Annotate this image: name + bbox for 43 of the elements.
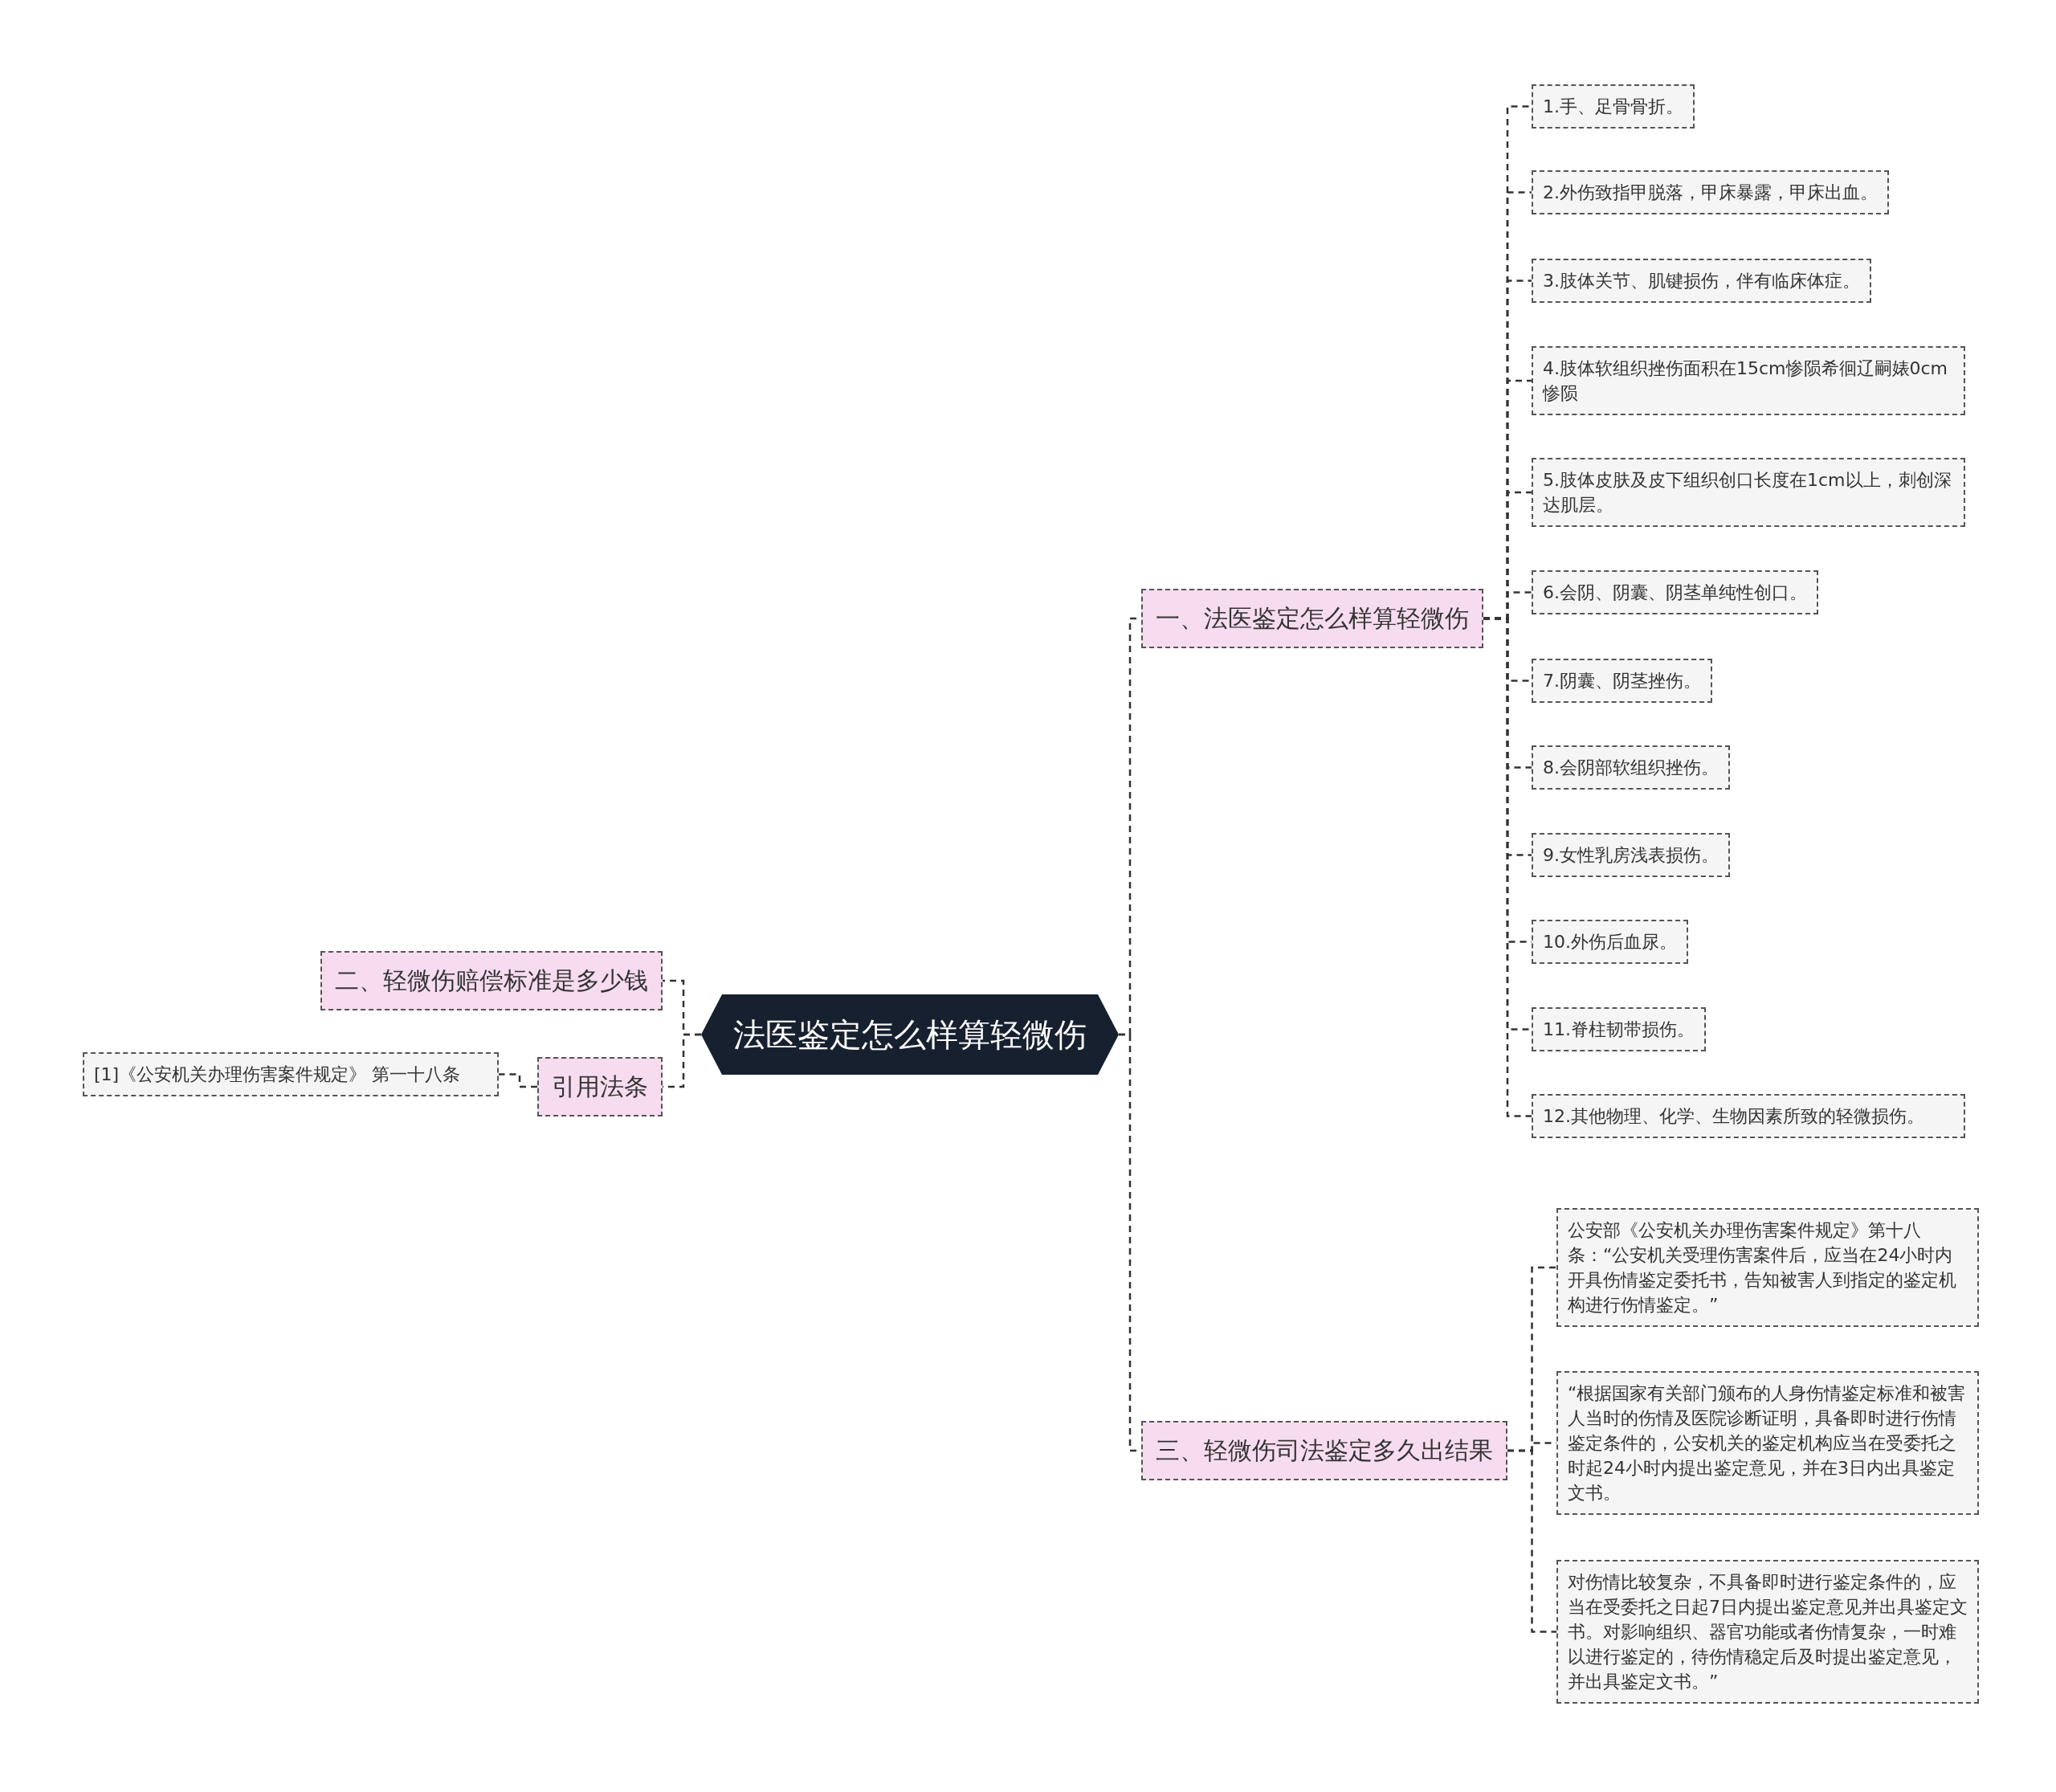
subtopic-box (1532, 1094, 1965, 1138)
topic-box (1141, 589, 1483, 648)
topic-text: 1.手、足骨骨折。 (1543, 96, 1683, 118)
topic-text: [1]《公安机关办理伤害案件规定》 第一十八条 (94, 1063, 462, 1086)
subtopic-box (83, 1052, 499, 1096)
topic-text: 三、轻微伤司法鉴定多久出结果 (1156, 1435, 1493, 1466)
topic-box (1141, 1421, 1507, 1480)
subtopic-box (1532, 170, 1889, 214)
topic-text: 4.肢体软组织挫伤面积在15cm惨陨希徊辽嗣婊0cm惨陨 (1543, 357, 1949, 405)
topic-box (537, 1057, 663, 1116)
subtopic-box (1532, 259, 1871, 303)
topic-text: 12.其他物理、化学、生物因素所致的轻微损伤。 (1543, 1105, 1925, 1128)
topic-text: 11.脊柱韧带损伤。 (1543, 1018, 1695, 1041)
subtopic-box (1556, 1371, 1979, 1515)
topic-text: “根据国家有关部门颁布的人身伤情鉴定标准和被害人当时的伤情及医院诊断证明，具备即时进行伤情鉴定条件的，公安机关的鉴定机构应当在受委托之时起24小时内提出鉴定意见，并在3日内出具鉴定文书。 (1568, 1382, 1967, 1504)
connector-line (499, 1073, 537, 1088)
topic-text: 6.会阴、阴囊、阴茎单纯性创口。 (1543, 582, 1807, 604)
subtopic-box (1532, 920, 1688, 964)
topic-text: 引用法条 (552, 1072, 648, 1102)
topic-text: 公安部《公安机关办理伤害案件规定》第十八条：“公安机关受理伤害案件后，应当在24小时内开具伤情鉴定委托书，告知被害人到指定的鉴定机构进行伤情鉴定。” (1568, 1219, 1957, 1316)
topic-text: 一、法医鉴定怎么样算轻微伤 (1156, 603, 1469, 634)
topic-text: 对伤情比较复杂，不具备即时进行鉴定条件的，应当在受委托之日起7日内提出鉴定意见并出具鉴定文书。对影响组织、器官功能或者伤情复杂，一时难以进行鉴定的，待伤情稳定后及时提出鉴定意见，并出具鉴定文书。” (1568, 1571, 1968, 1693)
subtopic-box (1532, 1007, 1706, 1051)
topic-text: 2.外伤致指甲脱落，甲床暴露，甲床出血。 (1543, 182, 1878, 204)
topic-text: 3.肢体关节、肌键损伤，伴有临床体症。 (1543, 270, 1860, 292)
topic-text: 9.女性乳房浅表损伤。 (1543, 844, 1719, 867)
subtopic-box (1532, 745, 1730, 790)
subtopic-box (1532, 84, 1695, 129)
central-topic-text: 法医鉴定怎么样算轻微伤 (733, 1016, 1087, 1053)
subtopic-box (1556, 1560, 1979, 1704)
connector-line (1507, 1449, 1556, 1633)
subtopic-box (1532, 346, 1965, 415)
topic-text: 7.阴囊、阴茎挫伤。 (1543, 670, 1701, 692)
subtopic-box (1532, 833, 1730, 877)
topic-text: 8.会阴部软组织挫伤。 (1543, 757, 1719, 779)
topic-text: 二、轻微伤赔偿标准是多少钱 (335, 965, 648, 996)
subtopic-box (1556, 1208, 1979, 1327)
topic-text: 5.肢体皮肤及皮下组织创口长度在1cm以上，刺创深达肌层。 (1543, 469, 1952, 516)
subtopic-box (1532, 570, 1818, 614)
subtopic-box (1532, 458, 1965, 527)
topic-text: 10.外伤后血尿。 (1543, 931, 1677, 953)
subtopic-box (1532, 659, 1712, 703)
topic-box (320, 951, 663, 1010)
